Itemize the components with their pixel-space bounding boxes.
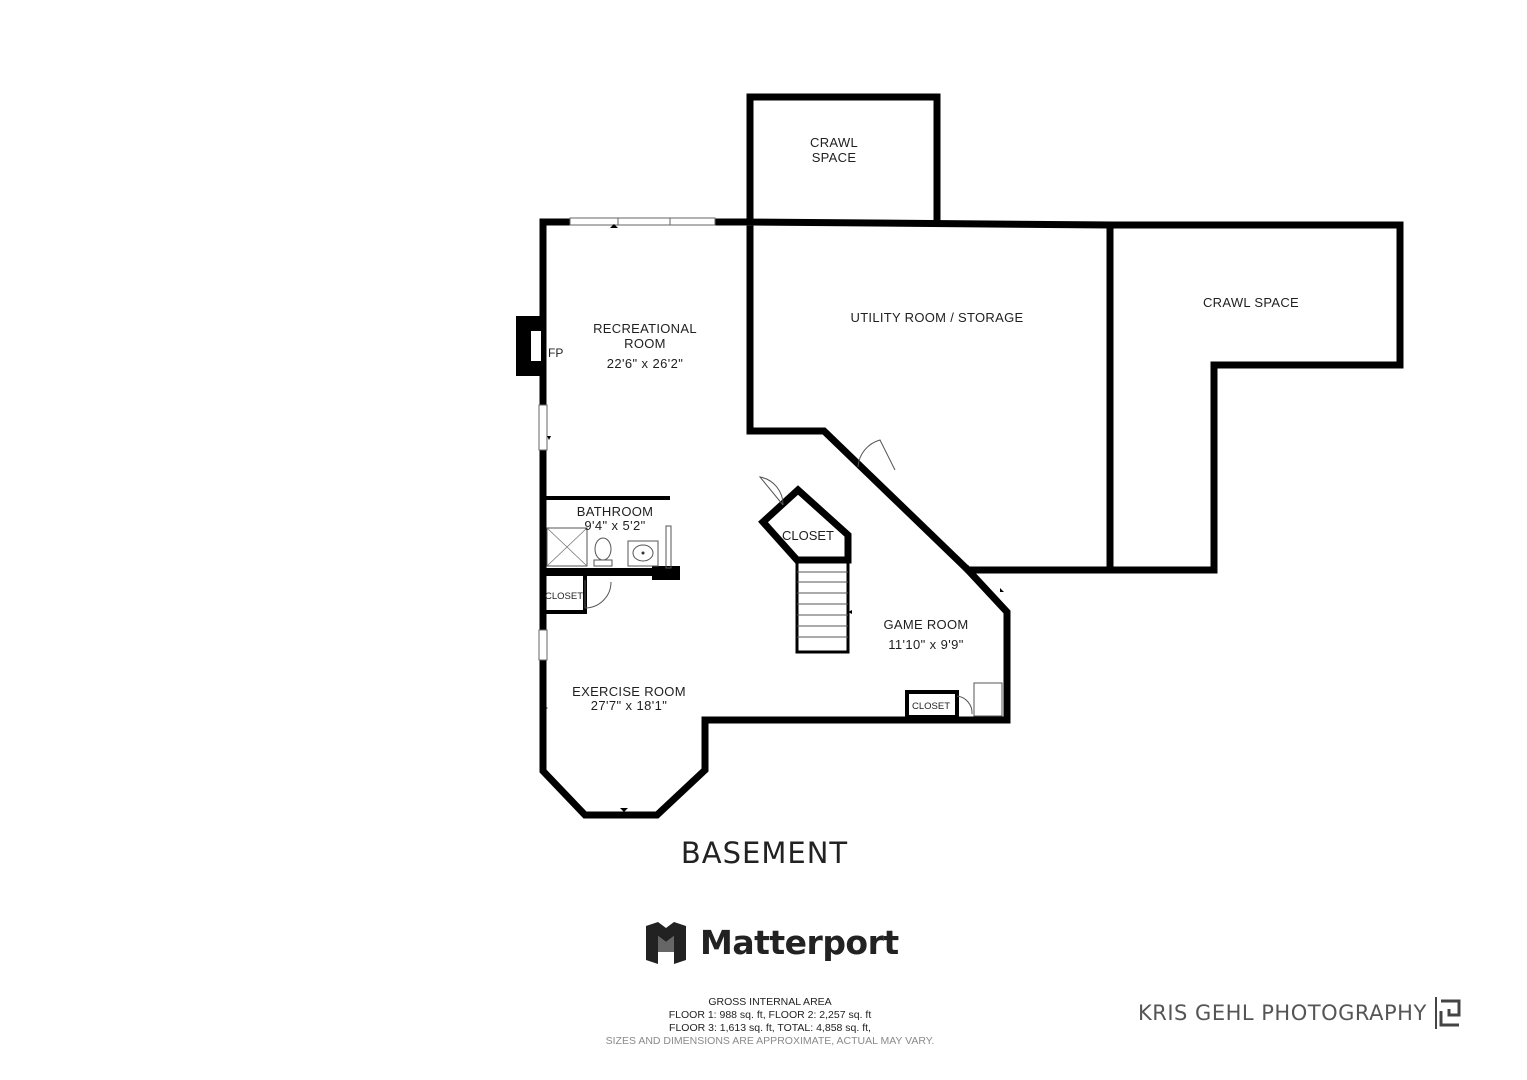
closet-right-walls — [905, 690, 959, 719]
photographer-name: KRIS GEHL PHOTOGRAPHY — [1138, 1001, 1427, 1025]
sink-icon — [627, 540, 659, 567]
gross-area-block: GROSS INTERNAL AREA FLOOR 1: 988 sq. ft,… — [560, 996, 980, 1048]
brand-name: Matterport — [700, 922, 899, 962]
floor-title: BASEMENT — [680, 836, 849, 870]
area-heading: GROSS INTERNAL AREA — [708, 996, 832, 1008]
bathroom-label: BATHROOM — [577, 504, 654, 519]
exercise-room-dims: 27'7" x 18'1" — [591, 698, 668, 713]
kg-monogram-icon — [1434, 997, 1461, 1029]
window-top — [569, 217, 716, 226]
toilet-icon — [593, 537, 613, 567]
exercise-room-label: EXERCISE ROOM — [572, 684, 686, 699]
closet-right-label: CLOSET — [912, 701, 950, 712]
crawl-space-right-walls — [1106, 221, 1404, 574]
crawl-space-top-walls — [746, 93, 941, 226]
shower-icon — [546, 527, 588, 567]
utility-room-label: UTILITY ROOM / STORAGE — [851, 310, 1024, 325]
photographer-watermark: KRIS GEHL PHOTOGRAPHY — [1128, 978, 1502, 1048]
recreational-room-label-2: ROOM — [624, 336, 666, 351]
matterport-logo-icon — [646, 922, 686, 964]
recreational-room-label-1: RECREATIONAL — [593, 321, 697, 336]
crawl-space-top-label-1: CRAWL — [810, 135, 858, 150]
area-line-2: FLOOR 3: 1,613 sq. ft, TOTAL: 4,858 sq. … — [669, 1022, 871, 1034]
recreational-room-dims: 22'6" x 26'2" — [607, 356, 684, 371]
area-line-1: FLOOR 1: 988 sq. ft, FLOOR 2: 2,257 sq. … — [668, 1009, 872, 1021]
utility-room-walls — [746, 218, 1114, 574]
crawl-space-right-label: CRAWL SPACE — [1203, 295, 1299, 310]
closet-stair-label: CLOSET — [782, 528, 834, 543]
closet-left-label: CLOSET — [545, 591, 583, 602]
area-disclaimer: SIZES AND DIMENSIONS ARE APPROXIMATE, AC… — [605, 1035, 935, 1047]
brand-logo: Matterport — [644, 920, 899, 964]
game-room-label: GAME ROOM — [883, 617, 968, 632]
staircase — [795, 558, 850, 654]
game-room-dims: 11'10" x 9'9" — [888, 637, 964, 652]
window-left-upper — [538, 404, 548, 451]
closet-stair-walls — [758, 485, 852, 564]
utility-box — [973, 682, 1003, 717]
bathroom-dims: 9'4" x 5'2" — [584, 518, 645, 533]
fireplace-label: FP — [548, 346, 563, 360]
crawl-space-top-label-2: SPACE — [812, 150, 857, 165]
window-left-lower — [538, 629, 548, 661]
